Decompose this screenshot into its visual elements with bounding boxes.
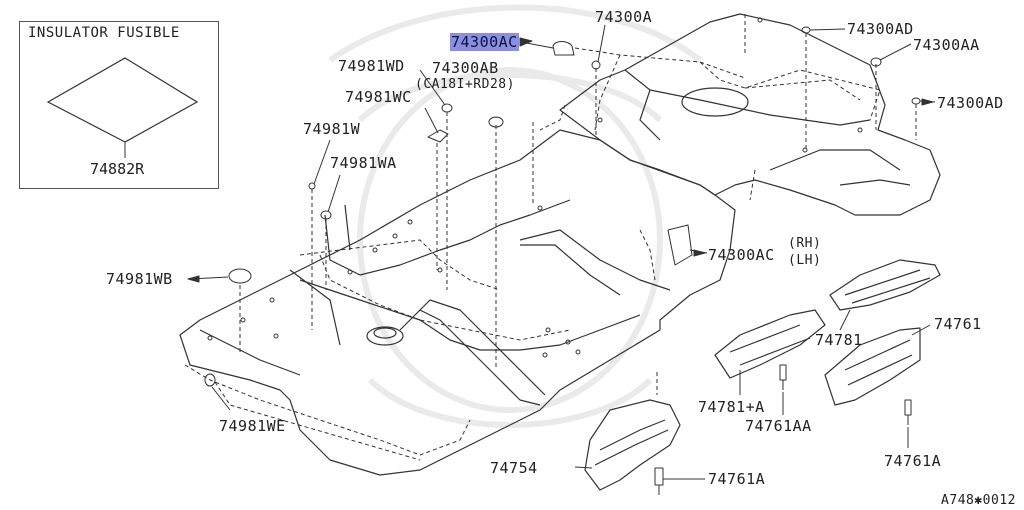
clip-parts xyxy=(204,26,921,387)
part-74300AD-1[interactable]: 74300AD xyxy=(847,20,914,38)
floor-holes xyxy=(207,17,863,358)
heat-shield-74781-A xyxy=(714,309,826,379)
inset-title: INSULATOR FUSIBLE xyxy=(28,25,180,41)
part-74754[interactable]: 74754 xyxy=(490,459,538,477)
part-74981WE[interactable]: 74981WE xyxy=(219,417,286,435)
part-74300AD-2[interactable]: 74300AD xyxy=(937,94,1004,112)
part-74981WD[interactable]: 74981WD xyxy=(338,57,405,75)
bolts xyxy=(654,364,912,495)
part-74781A[interactable]: 74781+A xyxy=(698,398,765,416)
front-floor-panel xyxy=(179,129,736,476)
heat-shield-74761 xyxy=(824,327,921,406)
label-rh: (RH) xyxy=(788,236,822,251)
part-74300AB-note: (CA18I+RD28) xyxy=(415,77,515,92)
part-74300AB[interactable]: 74300AB xyxy=(432,59,499,77)
part-74882R[interactable]: 74882R xyxy=(90,160,145,178)
insulator-shape-icon xyxy=(46,57,199,158)
part-74981WC[interactable]: 74981WC xyxy=(345,88,412,106)
part-74761[interactable]: 74761 xyxy=(934,315,982,333)
part-74981W[interactable]: 74981W xyxy=(303,120,361,138)
part-74300AA[interactable]: 74300AA xyxy=(913,36,980,54)
part-74761A-1[interactable]: 74761A xyxy=(708,470,766,488)
part-74981WB[interactable]: 74981WB xyxy=(106,270,173,288)
diagram-code: A748✱0012 xyxy=(941,493,1016,508)
label-lh: (LH) xyxy=(788,253,822,268)
heat-shield-74781 xyxy=(829,259,941,311)
rear-floor-panel xyxy=(559,13,941,216)
part-74300A[interactable]: 74300A xyxy=(595,8,653,26)
part-74300AC-side[interactable]: 74300AC xyxy=(708,246,775,264)
label-pointers xyxy=(187,24,936,480)
leader-lines xyxy=(184,14,917,461)
part-74781[interactable]: 74781 xyxy=(815,331,863,349)
part-74761AA[interactable]: 74761AA xyxy=(745,417,812,435)
part-74761A-2[interactable]: 74761A xyxy=(884,452,942,470)
part-74300AC-top[interactable]: 74300AC xyxy=(450,33,519,51)
part-74981WA[interactable]: 74981WA xyxy=(330,154,397,172)
heat-shield-74754 xyxy=(584,399,681,491)
insulator-fusible-inset: INSULATOR FUSIBLE 74882R xyxy=(19,21,219,189)
